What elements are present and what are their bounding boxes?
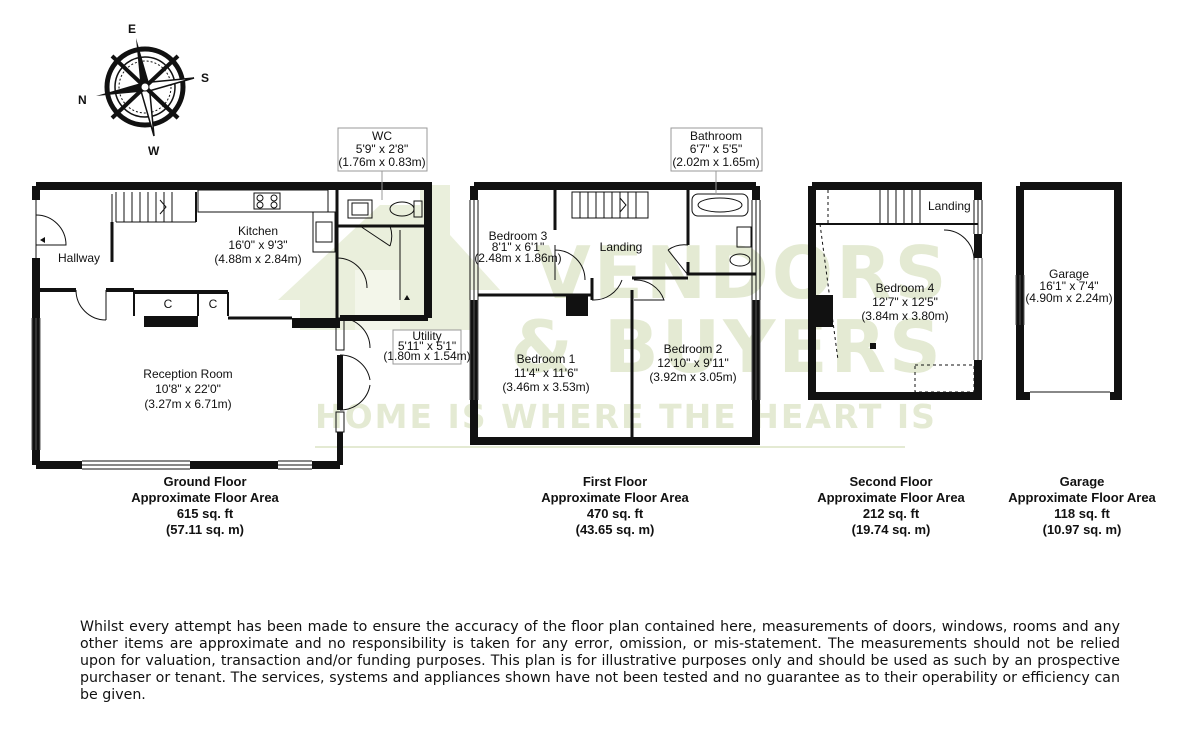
garage-caption-subtitle: Approximate Floor Area xyxy=(1008,490,1156,505)
bedroom4-name: Bedroom 4 xyxy=(876,281,935,295)
garage-caption-sqft: 118 sq. ft xyxy=(1054,506,1110,521)
bedroom2-imperial: 12'10" x 9'11" xyxy=(657,356,729,370)
first-floor-caption: First Floor Approximate Floor Area 470 s… xyxy=(510,474,720,538)
reception-name: Reception Room xyxy=(143,367,232,381)
compass-n: N xyxy=(78,93,87,107)
compass-w: W xyxy=(148,144,160,158)
kitchen-metric: (4.88m x 2.84m) xyxy=(214,252,301,266)
bathroom-imperial: 6'7" x 5'5" xyxy=(690,142,742,156)
bedroom4-imperial: 12'7" x 12'5" xyxy=(872,295,938,309)
garage-name: Garage xyxy=(1049,267,1089,281)
compass-rose-icon: E S N W xyxy=(78,22,209,158)
first-floor-plan xyxy=(469,182,761,445)
bedroom3-imperial: 8'1" x 6'1" xyxy=(492,240,544,254)
bedroom1-name: Bedroom 1 xyxy=(517,352,576,366)
garage-caption: Garage Approximate Floor Area 118 sq. ft… xyxy=(992,474,1172,538)
second-caption-sqm: (19.74 sq. m) xyxy=(851,522,931,537)
utility-metric: (1.80m x 1.54m) xyxy=(383,349,470,363)
compass-s: S xyxy=(201,71,209,85)
wc-metric: (1.76m x 0.83m) xyxy=(338,155,425,169)
first-caption-title: First Floor xyxy=(582,474,648,489)
bedroom2-name: Bedroom 2 xyxy=(664,342,723,356)
kitchen-imperial: 16'0" x 9'3" xyxy=(228,238,287,252)
bathroom-callout: Bathroom 6'7" x 5'5" (2.02m x 1.65m) xyxy=(670,127,763,195)
cupboard-2-label: C xyxy=(209,297,218,311)
ground-caption-sqm: (57.11 sq. m) xyxy=(165,522,245,537)
ground-caption-subtitle: Approximate Floor Area xyxy=(131,490,279,505)
bathroom-metric: (2.02m x 1.65m) xyxy=(672,155,759,169)
ground-floor-caption: Ground Floor Approximate Floor Area 615 … xyxy=(100,474,310,538)
watermark-tagline: HOME IS WHERE THE HEART IS xyxy=(315,397,937,436)
disclaimer-text: Whilst every attempt has been made to en… xyxy=(80,619,1120,703)
garage-caption-title: Garage xyxy=(1059,474,1105,489)
wc-name: WC xyxy=(372,129,392,143)
reception-imperial: 10'8" x 22'0" xyxy=(155,382,221,396)
second-caption-subtitle: Approximate Floor Area xyxy=(817,490,965,505)
first-caption-sqft: 470 sq. ft xyxy=(586,506,644,521)
first-caption-subtitle: Approximate Floor Area xyxy=(541,490,689,505)
cupboard-1-label: C xyxy=(164,297,173,311)
ground-caption-title: Ground Floor xyxy=(163,474,247,489)
garage-plan xyxy=(1015,182,1122,400)
utility-callout: Utility 5'11" x 5'1" (1.80m x 1.54m) xyxy=(383,329,471,365)
bedroom1-metric: (3.46m x 3.53m) xyxy=(502,380,589,394)
wc-callout: WC 5'9" x 2'8" (1.76m x 0.83m) xyxy=(337,127,428,200)
second-floor-caption: Second Floor Approximate Floor Area 212 … xyxy=(796,474,986,538)
second-caption-sqft: 212 sq. ft xyxy=(862,506,920,521)
kitchen-name: Kitchen xyxy=(238,224,278,238)
first-caption-sqm: (43.65 sq. m) xyxy=(575,522,655,537)
ground-floor-plan xyxy=(31,182,432,470)
bedroom3-name: Bedroom 3 xyxy=(489,229,548,243)
ground-caption-sqft: 615 sq. ft xyxy=(176,506,234,521)
utility-imperial: 5'11" x 5'1" xyxy=(398,339,456,353)
bedroom3-metric: (2.48m x 1.86m) xyxy=(474,251,561,265)
utility-name: Utility xyxy=(412,329,441,343)
compass-e: E xyxy=(128,22,136,36)
garage-metric: (4.90m x 2.24m) xyxy=(1025,291,1112,305)
reception-metric: (3.27m x 6.71m) xyxy=(144,397,231,411)
bedroom4-metric: (3.84m x 3.80m) xyxy=(861,309,948,323)
watermark: VENDORS & BUYERS HOME IS WHERE THE HEART… xyxy=(278,185,946,448)
bedroom2-metric: (3.92m x 3.05m) xyxy=(649,370,736,384)
wc-imperial: 5'9" x 2'8" xyxy=(356,142,408,156)
garage-imperial: 16'1" x 7'4" xyxy=(1039,279,1098,293)
bedroom1-imperial: 11'4" x 11'6" xyxy=(514,366,578,380)
garage-caption-sqm: (10.97 sq. m) xyxy=(1042,522,1122,537)
first-landing-label: Landing xyxy=(600,240,643,254)
watermark-line2: & BUYERS xyxy=(510,305,944,389)
bathroom-name: Bathroom xyxy=(690,129,742,143)
hallway-label: Hallway xyxy=(58,251,100,265)
second-landing-label: Landing xyxy=(928,199,971,213)
second-floor-plan xyxy=(808,182,983,400)
watermark-house-icon xyxy=(278,185,500,330)
second-caption-title: Second Floor xyxy=(849,474,933,489)
